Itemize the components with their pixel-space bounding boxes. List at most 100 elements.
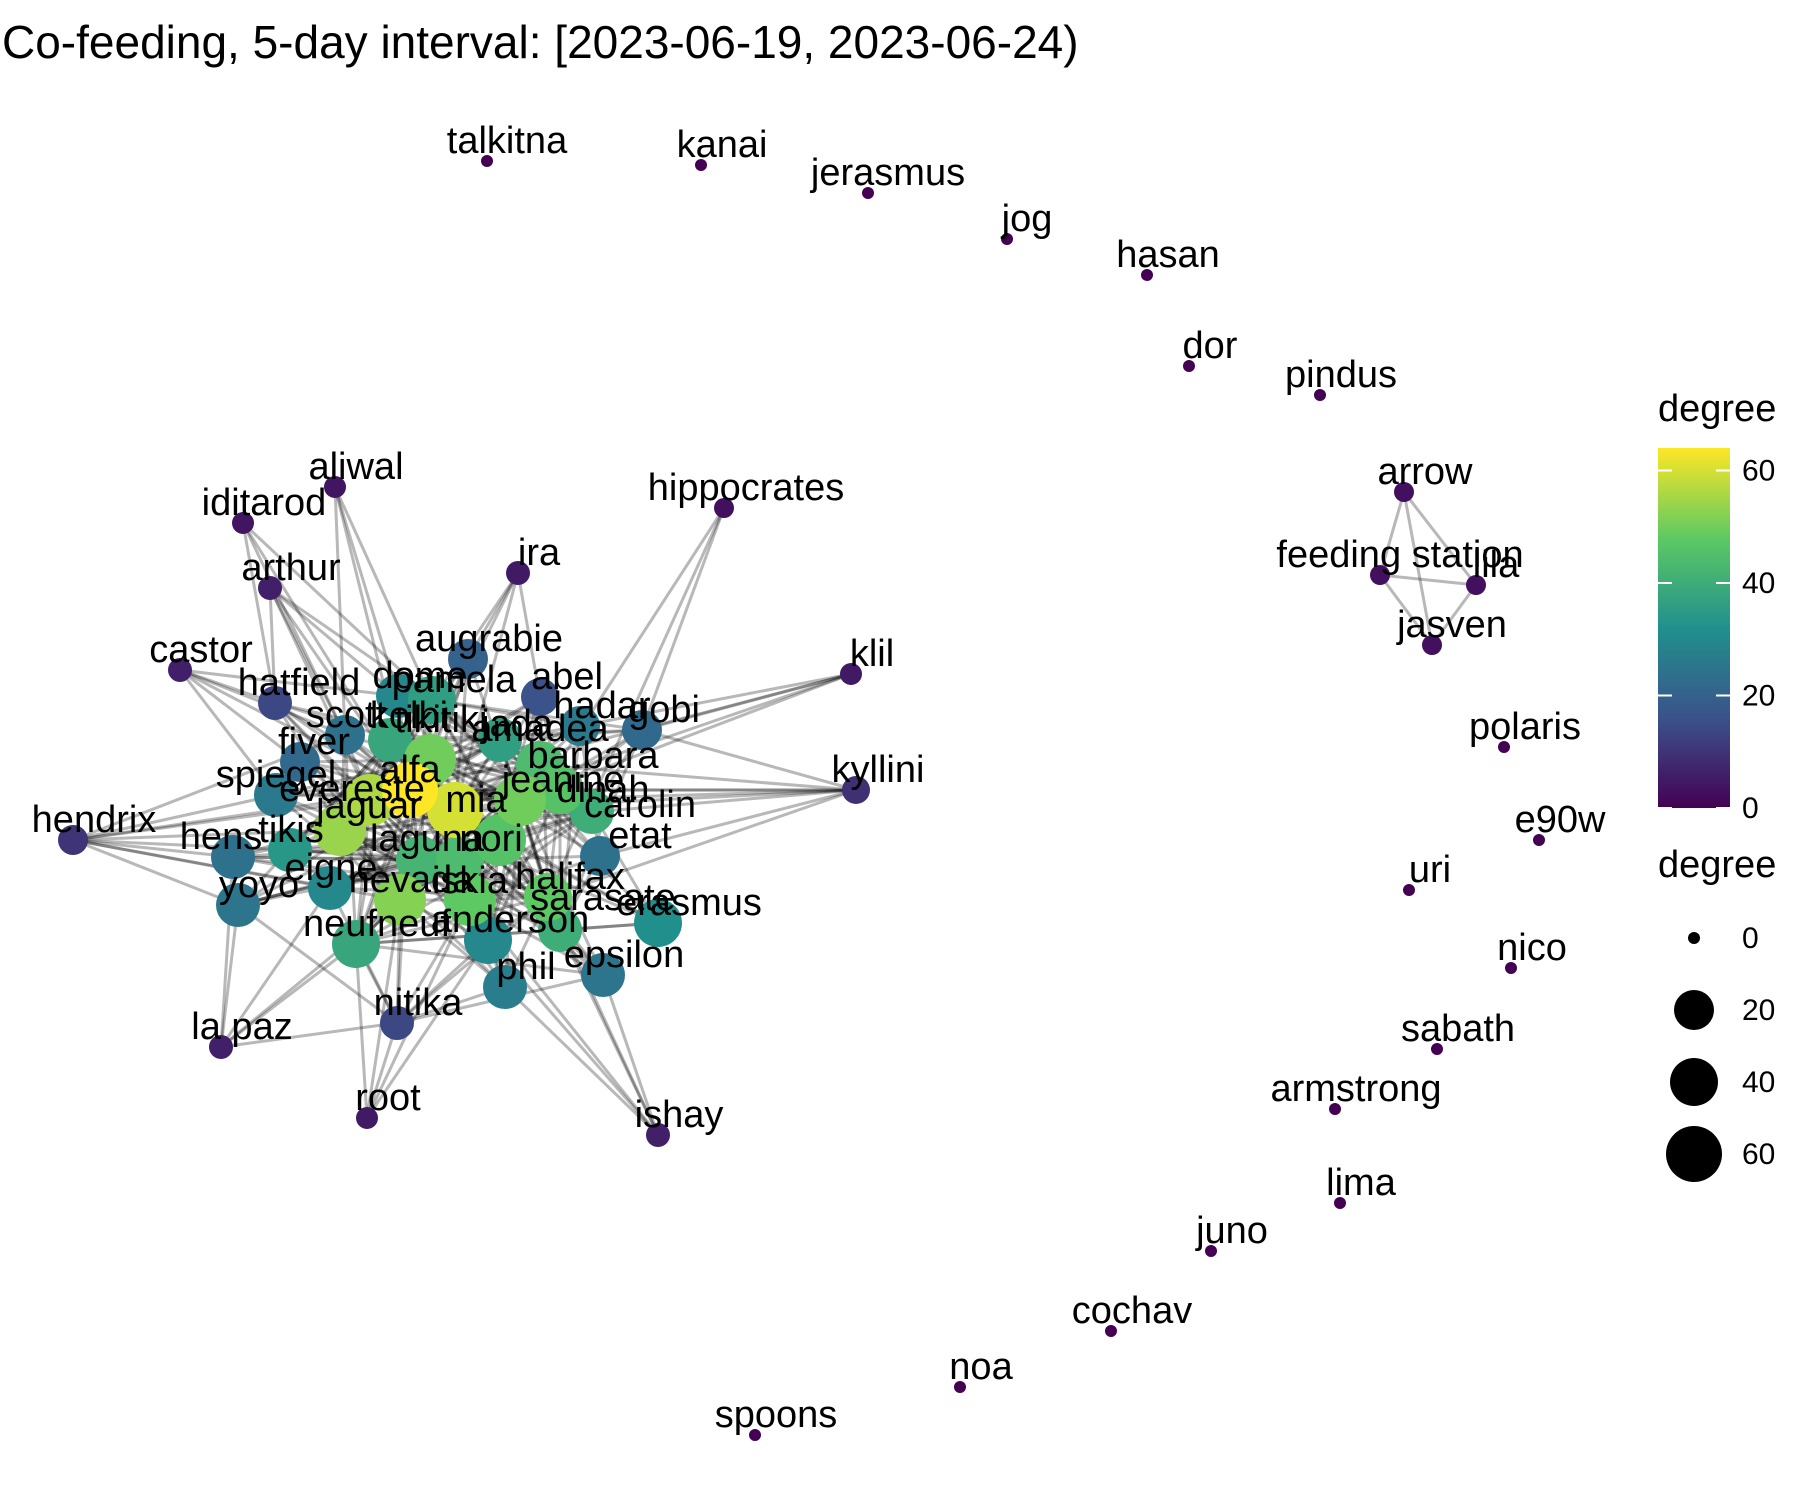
node-label-epsilon: epsilon [564, 934, 684, 976]
edge [641, 672, 852, 732]
node-label-hendrix: hendrix [32, 799, 157, 841]
node-label-sabath: sabath [1401, 1008, 1515, 1050]
node-ira [506, 561, 530, 585]
node-noa [954, 1381, 966, 1393]
color-bar [1658, 448, 1730, 808]
edge [365, 939, 490, 1119]
node-sabath [1431, 1043, 1443, 1055]
edge [640, 507, 726, 731]
chart-title: Co-feeding, 5-day interval: [2023-06-19,… [2, 16, 1079, 68]
node-tikis [268, 828, 312, 872]
node-hasan [1141, 269, 1153, 281]
node-castor [168, 658, 192, 682]
node-label-jog: jog [1001, 198, 1053, 240]
node-label-nevada: nevada [349, 859, 475, 901]
node-label-amadea: amadea [471, 708, 609, 750]
edge [355, 895, 549, 946]
node-label-neufneuf: neufneuf [303, 903, 451, 945]
size-key-dot [1670, 1058, 1718, 1106]
edge [72, 838, 234, 859]
node-jasven [1422, 635, 1442, 655]
node-label-sarasate: sarasate [530, 877, 676, 919]
edge [179, 668, 411, 792]
node-label-jeanine: jeanine [501, 759, 625, 801]
node-nitika [380, 1006, 414, 1040]
node-polaris [1498, 741, 1510, 753]
node-pamela [408, 676, 456, 724]
node-label-jasven: jasven [1396, 604, 1507, 646]
node-label-iditarod: iditarod [202, 482, 327, 524]
node-hadar [560, 706, 600, 746]
node-feeding-station [1370, 565, 1390, 585]
edge [601, 974, 660, 1136]
edge [333, 486, 434, 701]
edge [430, 572, 520, 701]
node-label-hatfield: hatfield [238, 662, 361, 704]
node-label-carolin: carolin [584, 784, 696, 826]
size-key-dot [1674, 990, 1714, 1030]
node-label-dor: dor [1183, 325, 1238, 367]
node-label-klil: klil [850, 633, 894, 675]
node-label-abel: abel [531, 656, 603, 698]
node-jog [1001, 233, 1013, 245]
edge [1378, 491, 1406, 576]
node-la-paz [209, 1035, 233, 1059]
edge [354, 739, 392, 945]
edge [232, 855, 471, 902]
edge [579, 672, 852, 728]
node-label-iskia: iskia [432, 860, 509, 902]
edge [599, 788, 857, 858]
node-label-alfa: alfa [379, 749, 441, 791]
node-aliwal [324, 476, 346, 498]
color-tick-label: 20 [1742, 680, 1775, 713]
node-lima [1334, 1197, 1346, 1209]
edge [237, 763, 541, 907]
edge [1402, 491, 1478, 586]
node-label-la-paz: la paz [191, 1006, 292, 1048]
edge [273, 701, 422, 862]
edge [539, 763, 857, 792]
node-spiegel [254, 773, 298, 817]
node-label-hadar: hadar [553, 685, 651, 727]
node-label-mia: mia [445, 779, 507, 821]
edge [220, 942, 357, 1049]
edge [72, 838, 331, 890]
edge [219, 887, 332, 1048]
edge [1379, 573, 1477, 587]
node-klil [840, 663, 862, 685]
node-label-e90w: e90w [1515, 799, 1606, 841]
edge [179, 668, 301, 764]
edge [299, 760, 471, 902]
node-label-tikis: tikis [258, 809, 323, 851]
node-etat [580, 836, 620, 876]
color-legend-title: degree [1658, 388, 1776, 430]
edge [241, 522, 347, 736]
edge [329, 886, 549, 899]
edge [220, 1021, 398, 1049]
node-label-armstrong: armstrong [1270, 1068, 1441, 1110]
node-barbara [536, 766, 584, 814]
edge [516, 572, 542, 698]
edge [178, 669, 278, 796]
node-halifax [524, 873, 572, 921]
node-armstrong [1329, 1103, 1341, 1115]
edge [288, 738, 392, 852]
size-tick-label: 20 [1742, 994, 1775, 1027]
node-nico [1505, 962, 1517, 974]
node-kyllini [842, 776, 870, 804]
node-hippocrates [714, 498, 734, 518]
node-cochav [1105, 1325, 1117, 1337]
node-label-arrow: arrow [1377, 451, 1473, 493]
node-label-spiegel: spiegel [216, 754, 336, 796]
node-label-lima: lima [1326, 1162, 1397, 1204]
node-phil [483, 965, 527, 1009]
node-erasmus [634, 899, 682, 947]
edge [237, 903, 398, 1025]
edge [1378, 574, 1434, 646]
node-nevada [374, 874, 426, 926]
node-label-augrabie: augrabie [415, 618, 563, 660]
